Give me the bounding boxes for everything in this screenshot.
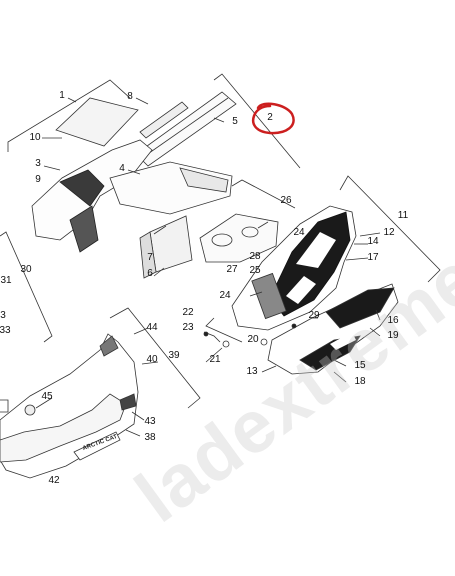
callout-4: 4 — [119, 163, 125, 174]
trim-strip-8 — [139, 101, 189, 139]
callout-9: 9 — [35, 174, 41, 185]
fastener-45 — [24, 404, 36, 416]
callout-11: 11 — [397, 210, 409, 221]
callout-28: 28 — [249, 251, 261, 262]
callout-22: 22 — [182, 307, 194, 318]
callout-31: 31 — [0, 275, 12, 286]
callout-12: 12 — [383, 227, 395, 238]
bracket-2 — [213, 73, 301, 169]
callout-17: 17 — [367, 252, 379, 263]
side-pad — [149, 215, 193, 273]
callout-7: 7 — [147, 252, 153, 263]
callout-3-truncated: 3 — [0, 310, 6, 321]
bracket-26 — [231, 179, 296, 209]
bracket-1 — [7, 79, 131, 152]
callout-44: 44 — [146, 322, 158, 333]
callout-26: 26 — [280, 195, 292, 206]
callout-6: 6 — [147, 268, 153, 279]
callout-43: 43 — [144, 416, 156, 427]
callout-40: 40 — [146, 354, 158, 365]
callout-1: 1 — [59, 90, 65, 101]
callout-8: 8 — [127, 91, 133, 102]
callout-29: 29 — [308, 310, 320, 321]
trim-strip-5 — [135, 91, 237, 167]
inner-panel — [199, 213, 279, 263]
callout-5: 5 — [232, 116, 238, 127]
callout-2: 2 — [267, 112, 273, 123]
callout-15: 15 — [354, 360, 366, 371]
bracket-11 — [339, 175, 441, 283]
callout-16: 16 — [387, 315, 399, 326]
callout-24-lower: 24 — [219, 290, 231, 301]
bracket-39 — [109, 307, 201, 409]
callout-14: 14 — [367, 236, 379, 247]
callout-45: 45 — [41, 391, 53, 402]
callout-10: 10 — [29, 132, 41, 143]
callout-20: 20 — [247, 334, 259, 345]
callout-42: 42 — [48, 475, 60, 486]
highlight-circle — [252, 102, 295, 135]
callout-24-upper: 24 — [293, 227, 305, 238]
callout-30: 30 — [20, 264, 32, 275]
bracket-lower — [205, 317, 243, 343]
windshield-panel — [55, 97, 139, 147]
mesh-grille — [251, 272, 287, 320]
callout-39: 39 — [168, 350, 180, 361]
callout-21: 21 — [209, 354, 221, 365]
callout-38: 38 — [144, 432, 156, 443]
callout-27: 27 — [226, 264, 238, 275]
callout-33: 33 — [0, 325, 11, 336]
bracket-30 — [0, 231, 53, 343]
fastener-21 — [222, 340, 230, 348]
callout-23: 23 — [182, 322, 194, 333]
callout-25: 25 — [249, 265, 261, 276]
callout-19: 19 — [387, 330, 399, 341]
callout-3: 3 — [35, 158, 41, 169]
callout-13: 13 — [246, 366, 258, 377]
callout-18: 18 — [354, 376, 366, 387]
